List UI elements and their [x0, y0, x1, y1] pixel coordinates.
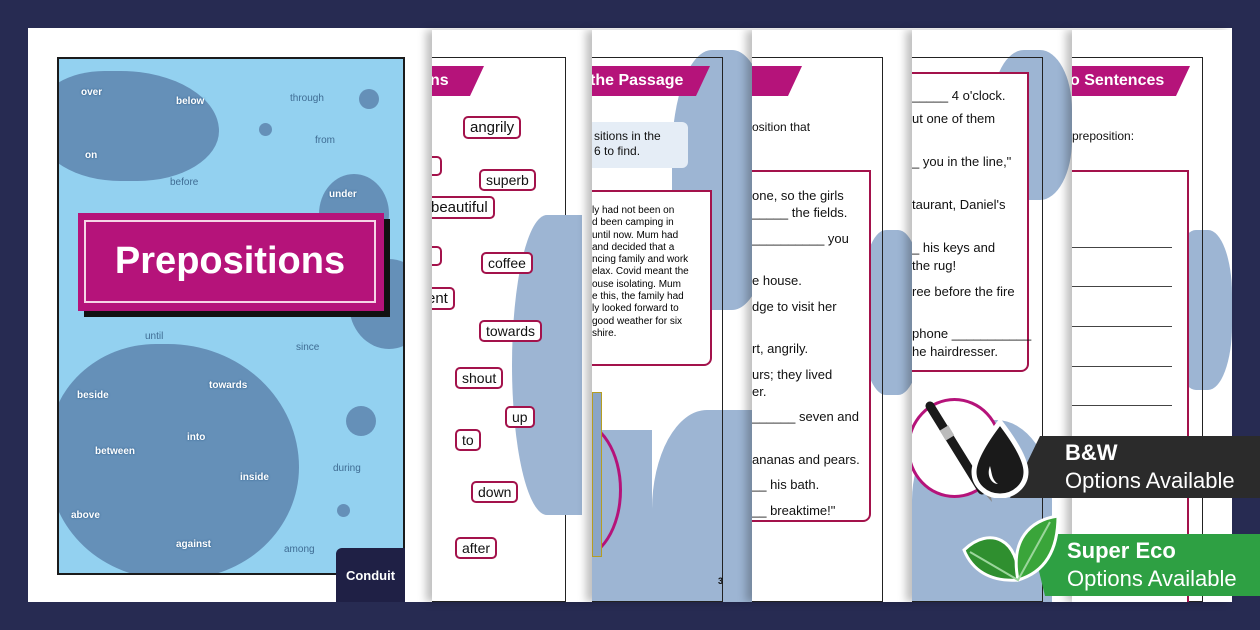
blob: [59, 344, 299, 573]
word-chip: superb: [479, 169, 536, 191]
answer-line[interactable]: [1072, 326, 1172, 327]
book-illustration: [592, 392, 602, 557]
page-heading: o Sentences: [1072, 66, 1190, 96]
answer-line[interactable]: [1072, 247, 1172, 248]
answer-line[interactable]: [1072, 286, 1172, 287]
page-heading: the Passage: [592, 66, 710, 96]
word-chip: shout: [455, 367, 504, 389]
sentence-line: _ his keys and: [912, 240, 996, 255]
dot: [259, 123, 272, 136]
sentence-line: one, so the girls: [752, 188, 844, 203]
sentence-line: ut one of them: [912, 111, 996, 126]
dot: [337, 504, 350, 517]
worksheet-page-5: _____ 4 o'clock. ut one of them _ you in…: [912, 30, 1072, 602]
sentence-line: __ breaktime!": [752, 503, 836, 518]
word: between: [95, 446, 136, 457]
sentence-line: _____ 4 o'clock.: [912, 88, 1006, 103]
sentence-line: rt, angrily.: [752, 341, 809, 356]
instruction-box: sitions in the 6 to find.: [592, 122, 688, 168]
word: against: [176, 539, 212, 550]
sentence-line: er.: [752, 384, 767, 399]
instruction-text: osition that: [752, 120, 811, 134]
answer-box: [1072, 170, 1189, 602]
word: until: [145, 331, 164, 342]
answer-line[interactable]: [1072, 405, 1172, 406]
word: below: [176, 96, 205, 107]
sentence-line: __ his bath.: [752, 477, 820, 492]
leaf-icon: [962, 514, 1060, 582]
word-chip: up: [505, 406, 535, 428]
word-chip: [432, 246, 442, 266]
cover-panel: over below through from on before under …: [57, 57, 405, 575]
cover-title: Prepositions: [84, 220, 376, 303]
page-border: [752, 57, 883, 602]
word-chip: beautiful: [432, 196, 495, 219]
blob: [652, 410, 752, 602]
instruction-text: sitions in the: [594, 129, 661, 143]
eco-badge-subtitle: Options Available: [1067, 566, 1237, 591]
word-chip: angrily: [463, 116, 522, 139]
dot: [346, 406, 376, 436]
ink-drop-icon: [971, 418, 1029, 498]
worksheet-page-2: ns angrily superb beautiful coffee ent t…: [432, 30, 592, 602]
word: beside: [77, 390, 109, 401]
answer-line[interactable]: [1072, 366, 1172, 367]
sentence-line: the rug!: [912, 258, 957, 273]
word-chip: after: [455, 537, 498, 559]
dot: [359, 89, 379, 109]
instruction-text: preposition:: [1072, 129, 1135, 143]
word: above: [71, 510, 100, 521]
word: during: [333, 463, 361, 474]
word: inside: [240, 472, 269, 483]
title-banner: Prepositions: [78, 213, 384, 311]
sentence-box: [752, 170, 871, 522]
bw-badge-title: B&W: [1065, 440, 1118, 465]
sentence-line: he hairdresser.: [912, 344, 998, 359]
sentence-line: taurant, Daniel's: [912, 197, 1006, 212]
sentence-line: _ you in the line,": [912, 154, 1012, 169]
sentence-line: __________ you: [752, 231, 849, 246]
word: on: [85, 150, 98, 161]
word: since: [296, 342, 320, 353]
sentence-line: ananas and pears.: [752, 452, 860, 467]
sentence-line: e house.: [752, 273, 802, 288]
page-border: [912, 57, 1043, 602]
sentence-line: dge to visit her: [752, 299, 837, 314]
word: towards: [209, 380, 248, 391]
word-chip: towards: [479, 320, 543, 342]
word: before: [170, 177, 199, 188]
blob: [59, 71, 219, 181]
word: under: [329, 189, 357, 200]
instruction-text: 6 to find.: [594, 144, 641, 158]
worksheet-page-3: the Passage sitions in the 6 to find. ly…: [592, 30, 752, 602]
word: from: [315, 135, 335, 146]
word-chip: to: [455, 429, 481, 451]
word: into: [187, 432, 206, 443]
worksheet-page-6: o Sentences preposition:: [1072, 30, 1232, 602]
page-border: [592, 57, 723, 602]
sentence-line: phone ___________: [912, 326, 1032, 341]
sentence-line: ______ seven and: [752, 409, 859, 424]
word: through: [290, 93, 324, 104]
eco-badge: Super Eco Options Available: [1030, 534, 1260, 596]
sentence-line: ree before the fire: [912, 284, 1015, 299]
word: among: [284, 544, 315, 555]
bw-badge-subtitle: Options Available: [1065, 468, 1235, 493]
eco-badge-title: Super Eco: [1067, 538, 1176, 563]
page-number: 3: [718, 576, 724, 586]
word-chip: coffee: [481, 252, 533, 274]
word-chip: ent: [432, 287, 455, 310]
word-chip: [432, 156, 442, 176]
word: over: [81, 87, 103, 98]
bw-badge: B&W Options Available: [1010, 436, 1260, 498]
word-chip: down: [471, 481, 519, 503]
worksheet-page-4: osition that one, so the girls _____ the…: [752, 30, 912, 602]
sentence-line: _____ the fields.: [752, 205, 848, 220]
brand-logo: Conduit: [336, 548, 405, 602]
sentence-line: urs; they lived: [752, 367, 833, 382]
sentence-box: [912, 72, 1029, 372]
